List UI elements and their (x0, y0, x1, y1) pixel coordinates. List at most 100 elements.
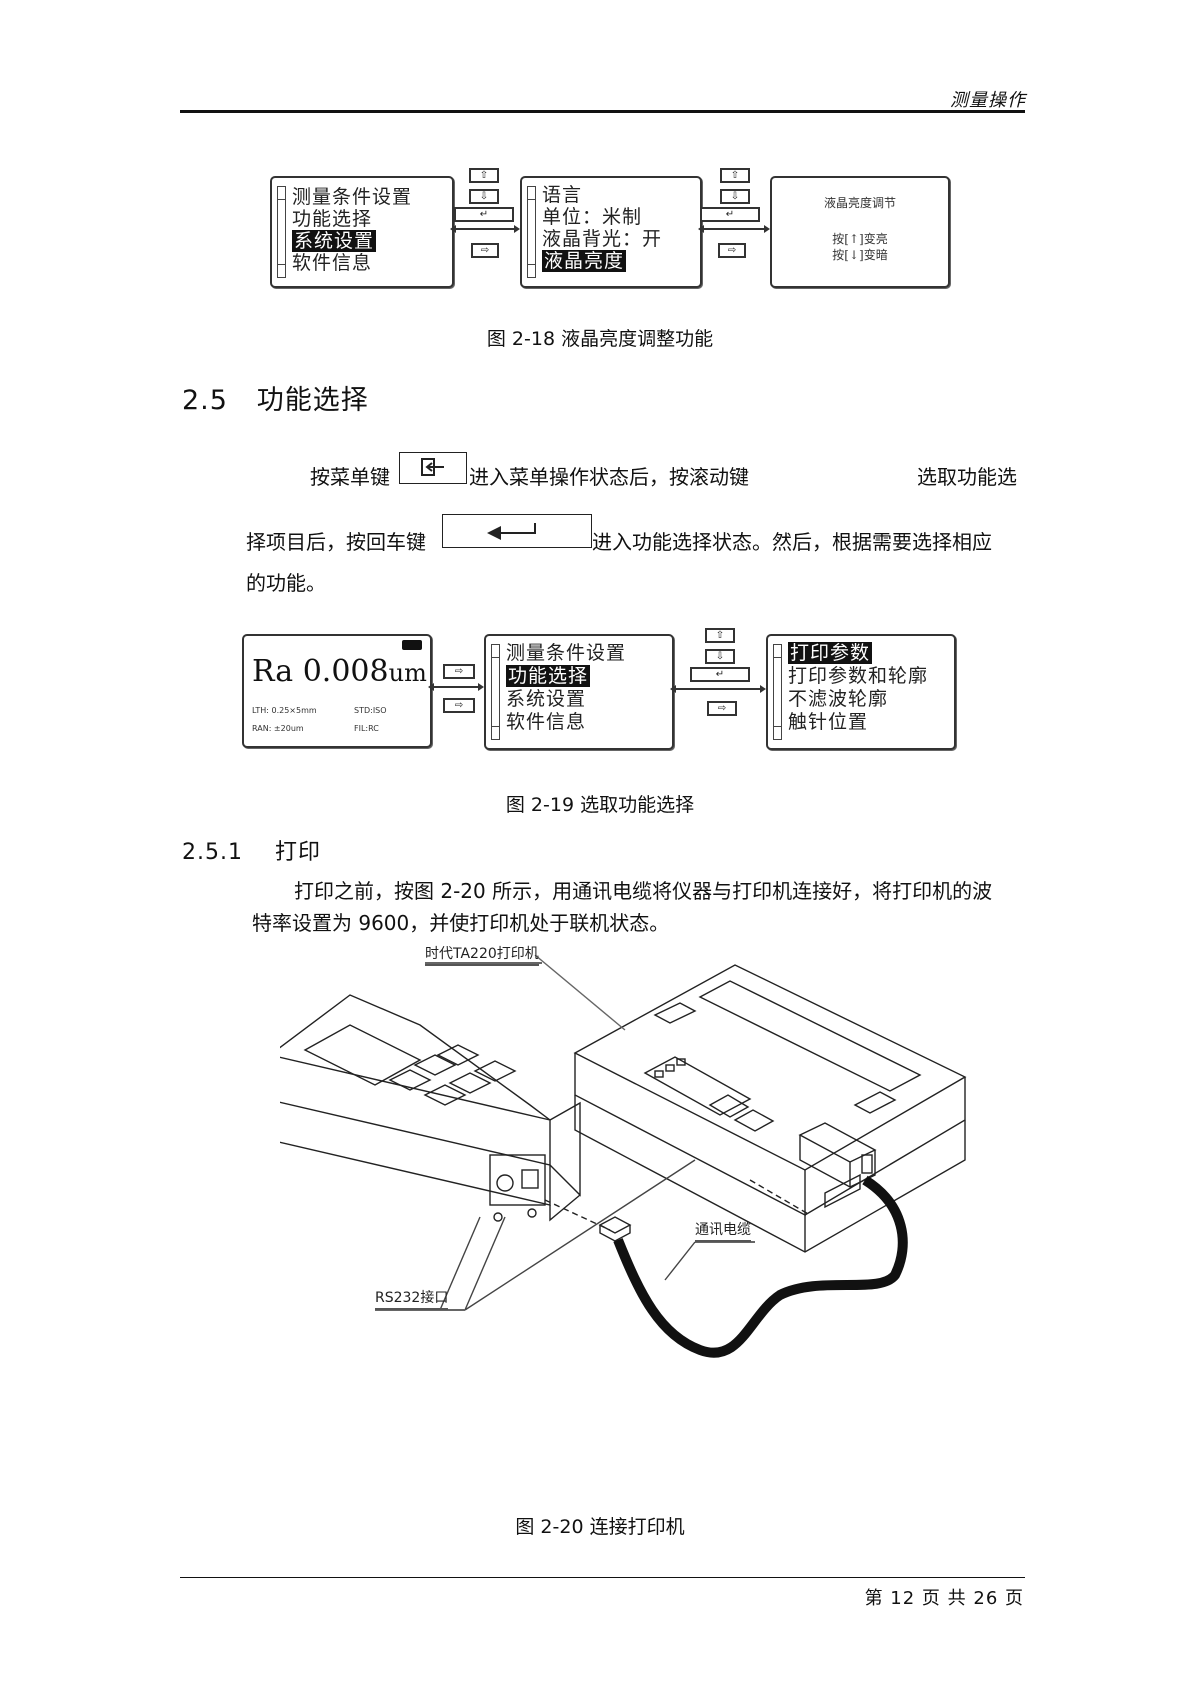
subsection-heading: 2.5.1 打印 (182, 834, 321, 866)
brightness-title: 液晶亮度调节 (823, 196, 896, 210)
key-down-icon: ⇩ (705, 649, 735, 664)
section-title: 功能选择 (256, 385, 369, 416)
key-menu-icon: ⇨ (471, 243, 499, 258)
menu-item-label: 液晶亮度 (542, 250, 627, 272)
menu-item-selected: 液晶亮度 (542, 250, 662, 272)
header-rule (180, 110, 1025, 113)
menu-item-label: 测量条件设置 (506, 642, 627, 664)
key-menu-exit-icon: ⇨ (443, 698, 475, 713)
scrollbar (491, 644, 500, 740)
scrollbar (277, 186, 286, 278)
menu-item: 语言 (542, 184, 662, 206)
paragraph-line: 进入菜单操作状态后，按滚动键 (469, 462, 749, 492)
paragraph-line: 按菜单键 (310, 462, 390, 492)
figure-caption: 图 2-20 连接打印机 (515, 1516, 685, 1538)
text: 选取功能选 (917, 465, 1017, 489)
subsection-number: 2.5.1 (182, 840, 243, 865)
menu-item: 单位：米制 (542, 206, 662, 228)
key-down-icon: ⇩ (720, 189, 750, 204)
key-menu-icon: ⇨ (707, 701, 737, 716)
menu-item-label: 不滤波轮廓 (788, 688, 889, 710)
paragraph-line: 特率设置为 9600，并使打印机处于联机状态。 (252, 911, 670, 935)
subsection-title: 打印 (274, 840, 321, 865)
menu-item-label: 系统设置 (506, 688, 587, 710)
key-enter-icon: ↵ (454, 207, 514, 222)
battery-icon (402, 640, 422, 650)
printer-illustration (573, 964, 967, 1253)
key-up-icon: ⇧ (720, 168, 750, 183)
figure-2-20: 时代TA220打印机 通讯电缆 RS232接口 (269, 946, 1000, 1475)
instrument-illustration (269, 994, 581, 1222)
text: 按菜单键 (310, 465, 390, 489)
menu-item-label: 打印参数和轮廓 (788, 665, 929, 687)
footer-rule (180, 1577, 1025, 1578)
menu-item: 功能选择 (292, 208, 412, 230)
ran-value: RAN: ±20um (252, 724, 304, 733)
scrollbar (527, 186, 536, 278)
menu-item-label: 触针位置 (788, 711, 869, 733)
rs232-port-label: RS232接口 (375, 1287, 449, 1310)
key-up-icon: ⇧ (469, 168, 499, 183)
menu-item: 触针位置 (788, 711, 928, 734)
menu-list: 测量条件设置功能选择系统设置软件信息 (292, 186, 412, 274)
lcd-main-menu: 测量条件设置功能选择系统设置软件信息 (484, 634, 674, 750)
menu-item-label: 单位：米制 (542, 206, 643, 228)
menu-list: 语言单位：米制液晶背光：开液晶亮度 (542, 184, 662, 272)
menu-item-label: 功能选择 (506, 665, 591, 687)
paragraph-line: 选取功能选 (917, 462, 1017, 492)
menu-list: 打印参数打印参数和轮廓不滤波轮廓触针位置 (788, 642, 928, 734)
transition-arrow (698, 225, 770, 233)
scrollbar (773, 644, 782, 740)
figure-caption: 图 2-18 液晶亮度调整功能 (486, 328, 714, 350)
lcd-main-menu: 测量条件设置功能选择系统设置软件信息 (270, 176, 454, 288)
key-down-icon: ⇩ (469, 189, 499, 204)
printer-connection-illustration (269, 954, 967, 1358)
menu-item-label: 测量条件设置 (292, 186, 413, 208)
param-unit: um (388, 659, 427, 687)
key-enter-icon: ↵ (690, 667, 750, 682)
key-enter-icon: ↵ (700, 207, 760, 222)
menu-item-label: 功能选择 (292, 208, 373, 230)
menu-item-selected: 打印参数 (788, 642, 928, 665)
paragraph-line: 打印之前，按图 2-20 所示，用通讯电缆将仪器与打印机连接好，将打印机的波 (294, 879, 993, 903)
menu-item: 不滤波轮廓 (788, 688, 928, 711)
lcd-brightness-adjust: 液晶亮度调节 按[↑]变亮 按[↓]变暗 (770, 176, 950, 288)
menu-item-label: 软件信息 (292, 252, 373, 274)
menu-list: 测量条件设置功能选择系统设置软件信息 (506, 642, 626, 734)
menu-item-label: 软件信息 (506, 711, 587, 733)
text: 进入功能选择状态。然后，根据需要选择相应 (592, 530, 992, 554)
menu-item-label: 语言 (542, 184, 583, 206)
transition-arrow (670, 685, 766, 693)
paragraph-line: 的功能。 (246, 568, 326, 598)
std-value: STD:ISO (354, 706, 387, 715)
menu-item: 测量条件设置 (506, 642, 626, 665)
menu-item-label: 液晶背光：开 (542, 228, 663, 250)
figure-caption: 图 2-19 选取功能选择 (505, 794, 695, 816)
transition-arrow (428, 683, 484, 691)
menu-item-selected: 系统设置 (292, 230, 412, 252)
key-up-icon: ⇧ (705, 628, 735, 643)
running-header: 测量操作 (950, 90, 1026, 111)
brightness-down-hint: 按[↓]变暗 (832, 248, 888, 262)
cable-label: 通讯电缆 (695, 1219, 751, 1242)
text: 择项目后，按回车键 (246, 530, 426, 554)
key-menu-enter-icon: ⇨ (443, 664, 475, 679)
transition-arrow (450, 225, 520, 233)
section-number: 2.5 (182, 385, 228, 416)
printer-label: 时代TA220打印机 (425, 943, 539, 966)
menu-item: 测量条件设置 (292, 186, 412, 208)
menu-item: 系统设置 (506, 688, 626, 711)
menu-key-icon (399, 452, 467, 484)
menu-item: 液晶背光：开 (542, 228, 662, 250)
menu-item-selected: 功能选择 (506, 665, 626, 688)
lcd-measurement-screen: Ra 0.008um LTH: 0.25×5mm STD:ISO RAN: ±2… (242, 634, 432, 748)
lcd-function-menu: 打印参数打印参数和轮廓不滤波轮廓触针位置 (766, 634, 956, 750)
brightness-up-hint: 按[↑]变亮 (832, 232, 888, 246)
lth-value: LTH: 0.25×5mm (252, 706, 317, 715)
paragraph-line: 择项目后，按回车键 (246, 527, 426, 557)
enter-key-icon (442, 514, 592, 548)
paragraph-line: 进入功能选择状态。然后，根据需要选择相应 (592, 527, 992, 557)
fil-value: FIL:RC (354, 724, 379, 733)
param-value: 0.008 (302, 654, 389, 689)
section-heading: 2.5 功能选择 (182, 378, 369, 417)
